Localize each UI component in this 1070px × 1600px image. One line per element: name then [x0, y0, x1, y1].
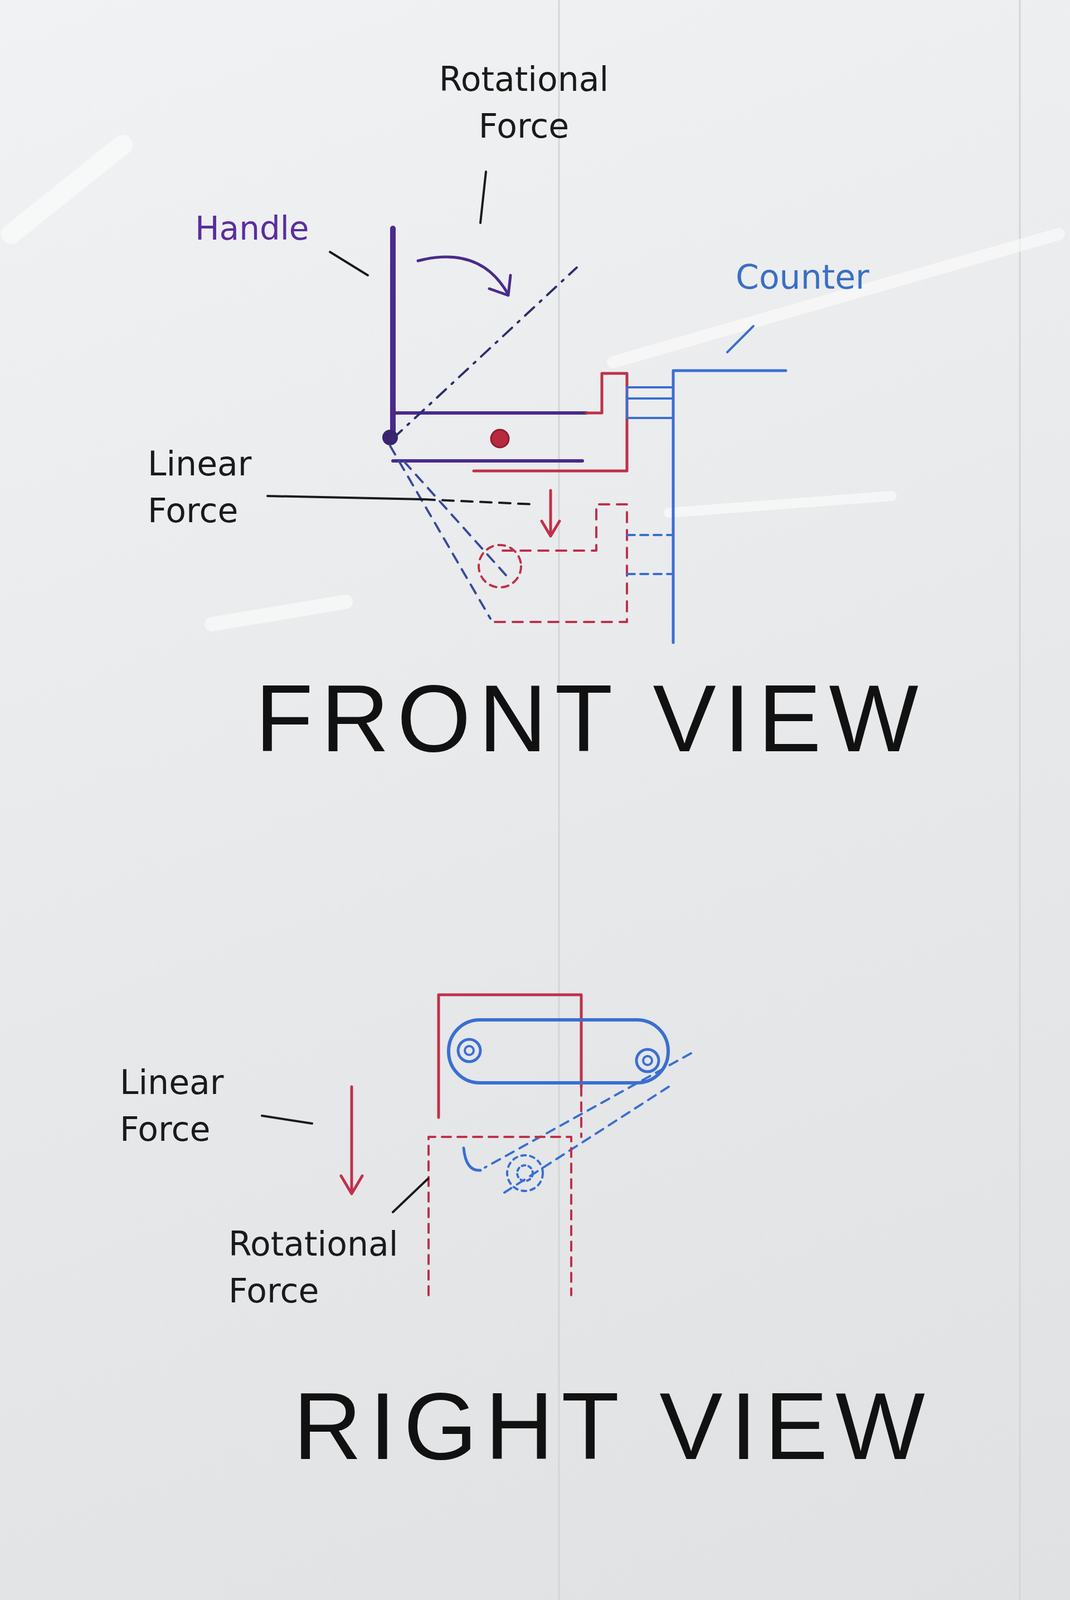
bracket-outline — [438, 994, 582, 1118]
displaced-bracket-dashed — [494, 504, 627, 622]
link-hole — [464, 1046, 474, 1055]
leader-line — [329, 251, 368, 276]
rotated-handle-dashed — [392, 267, 577, 439]
part-label: Counter — [735, 253, 914, 301]
force-label: Linear Force — [147, 440, 268, 534]
handle-line — [390, 228, 396, 438]
link-hook — [463, 1148, 481, 1171]
link-hole — [643, 1056, 653, 1065]
rotated-hole-dashed — [507, 1155, 543, 1191]
linear-arrow — [549, 490, 553, 535]
bracket-dashed — [580, 1086, 583, 1137]
pivot-dot — [490, 429, 509, 448]
counter-mount — [626, 387, 674, 418]
bracket-outline — [473, 373, 627, 471]
leader-line — [267, 495, 424, 500]
view-title: FRONT VIEW — [189, 652, 992, 785]
glare-streak — [11, 144, 123, 235]
glare — [11, 144, 1059, 625]
link-hole — [458, 1039, 481, 1062]
rotation-arrow — [417, 256, 508, 293]
leader-line — [480, 171, 486, 223]
rotated-hole-dashed — [517, 1165, 533, 1181]
linear-arrowhead — [341, 1175, 363, 1194]
counter-mount-line — [626, 397, 674, 400]
rotated-link-dashed — [484, 1053, 692, 1193]
rotation-arrowhead — [489, 275, 511, 296]
force-label: Rotational Force — [423, 55, 625, 150]
glare-streak — [613, 234, 1059, 363]
displaced-bracket-dashed — [428, 1136, 572, 1296]
leader-line — [261, 1115, 313, 1124]
counter-outline — [673, 370, 786, 643]
force-label: Rotational Force — [228, 1220, 418, 1315]
force-label: Linear Force — [119, 1058, 240, 1153]
arm-lines — [392, 412, 587, 461]
glare-streak — [211, 601, 346, 625]
part-label: Handle — [195, 206, 329, 252]
link-hole — [636, 1049, 659, 1072]
displaced-arm-dashed — [390, 445, 510, 619]
glare-streak — [668, 495, 892, 513]
displaced-pivot-dashed — [478, 545, 522, 588]
view-title: RIGHT VIEW — [211, 1359, 1015, 1493]
leader-line — [423, 499, 535, 505]
linear-arrowhead — [541, 521, 560, 537]
front-view-sketch — [267, 171, 786, 643]
leader-line — [727, 326, 754, 353]
board-seam — [558, 0, 561, 1600]
linear-arrow — [350, 1086, 354, 1193]
link-bar — [448, 1019, 669, 1083]
displaced-mount-dashed — [626, 535, 672, 575]
board-seams — [558, 0, 1020, 1600]
leader-line — [392, 1178, 428, 1213]
